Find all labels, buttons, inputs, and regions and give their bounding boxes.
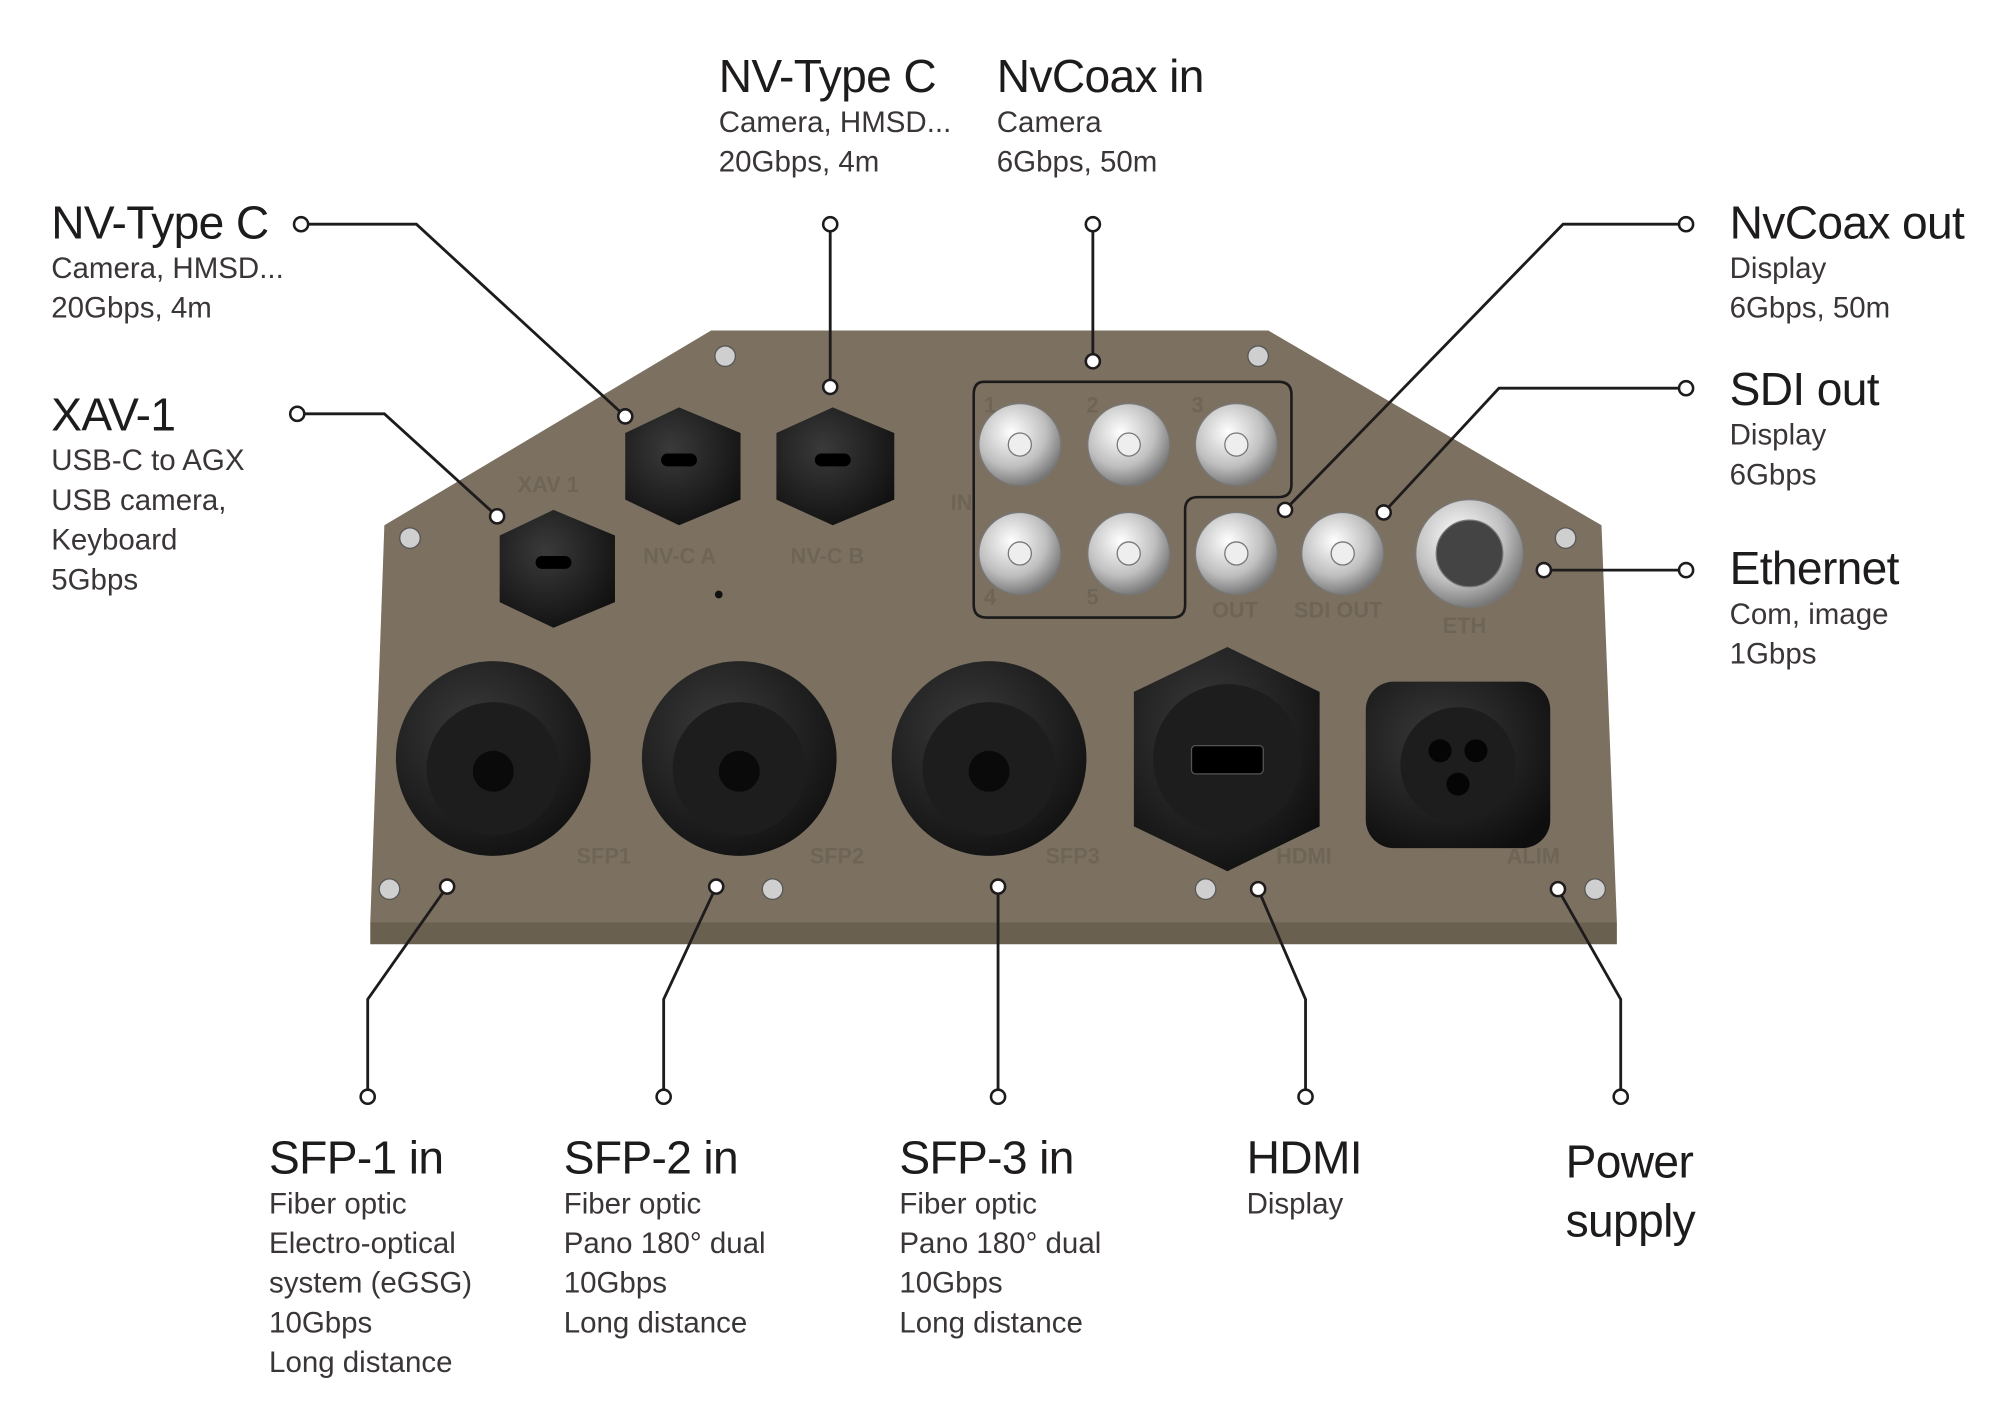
callout-line: Long distance: [563, 1305, 748, 1339]
callout-title: SFP-1 in: [269, 1131, 444, 1184]
callout-sfp-1: SFP-1 in Fiber optic Electro-optical sys…: [269, 1131, 473, 1383]
callout-line: 5Gbps: [51, 562, 139, 596]
callout-line: Camera: [996, 105, 1102, 139]
callout-line: Camera, HMSD...: [718, 105, 952, 139]
engraving-sfp1: SFP1: [577, 844, 631, 869]
callout-title: NV-Type C: [718, 49, 937, 103]
engraving-sfp2: SFP2: [810, 844, 864, 869]
engraving-sdi-out: SDI OUT: [1294, 598, 1383, 623]
callout-title: Power: [1565, 1135, 1694, 1188]
callout-line: Long distance: [899, 1305, 1083, 1339]
callout-nv-type-c-b: NV-Type C Camera, HMSD... 20Gbps, 4m: [719, 51, 952, 182]
large-connectors: [395, 647, 1551, 872]
callout-nvcoax-in: NvCoax in Camera 6Gbps, 50m: [996, 49, 1205, 182]
callout-line: system (eGSG): [269, 1265, 473, 1300]
callout-line: 10Gbps: [563, 1265, 667, 1300]
engraving-1: 1: [984, 393, 996, 418]
coax-group-outline: [972, 380, 1293, 619]
coax-connectors: [978, 402, 1524, 608]
callout-line: Electro-optical: [269, 1226, 456, 1260]
callout-line: 6Gbps, 50m: [996, 144, 1158, 179]
callout-line: Fiber optic: [563, 1186, 702, 1220]
callout-xav-1: XAV-1 USB-C to AGX USB camera, Keyboard …: [51, 389, 244, 599]
callout-line: Pano 180° dual: [563, 1226, 766, 1260]
usb-c-ports: [499, 407, 895, 628]
callout-power-supply: Power supply: [1565, 1133, 1696, 1251]
callout-title: SFP-3 in: [899, 1131, 1074, 1184]
engraving-eth: ETH: [1443, 613, 1487, 638]
callout-line: Fiber optic: [899, 1186, 1037, 1220]
engraving-2: 2: [1086, 393, 1098, 418]
engraving-4: 4: [984, 585, 996, 610]
callout-title: NvCoax in: [996, 49, 1205, 103]
engraving-sfp3: SFP3: [1045, 844, 1099, 869]
callout-title: NV-Type C: [51, 196, 269, 249]
engraving-out: OUT: [1212, 598, 1259, 623]
engraving-in: IN: [951, 490, 973, 515]
callout-nv-type-c-a: NV-Type C Camera, HMSD... 20Gbps, 4m: [51, 197, 284, 328]
callout-line: 10Gbps: [899, 1265, 1003, 1300]
engraving-nvca: NV-C A: [643, 544, 716, 569]
callout-title: SFP-2 in: [563, 1131, 739, 1184]
callout-line: Display: [1246, 1186, 1344, 1220]
engraving-5: 5: [1086, 585, 1098, 610]
engraving-hdmi: HDMI: [1276, 844, 1332, 869]
callout-line: 20Gbps, 4m: [718, 144, 880, 179]
leader-endpoints: [288, 215, 1695, 1106]
callout-line: 6Gbps: [1729, 457, 1817, 491]
engraving-alim: ALIM: [1507, 844, 1560, 869]
callout-line: 20Gbps, 4m: [51, 290, 212, 325]
callout-hdmi: HDMI Display: [1246, 1131, 1363, 1224]
callout-ethernet: Ethernet Com, image 1Gbps: [1729, 541, 1900, 674]
callout-line: 1Gbps: [1729, 636, 1817, 671]
screws: [378, 345, 1606, 901]
callout-title: NvCoax out: [1729, 196, 1965, 249]
callout-line: Long distance: [269, 1345, 453, 1379]
callout-line: Com, image: [1729, 597, 1889, 631]
callout-title: HDMI: [1246, 1131, 1363, 1184]
engraving-3: 3: [1192, 393, 1204, 418]
callout-title: XAV-1: [51, 388, 176, 441]
callout-line: Fiber optic: [269, 1186, 407, 1220]
callout-nvcoax-out: NvCoax out Display 6Gbps, 50m: [1730, 197, 1965, 328]
callout-line: 10Gbps: [269, 1305, 373, 1339]
callout-line: Display: [1729, 417, 1827, 451]
callout-line: USB camera,: [51, 483, 227, 517]
callout-line: Camera, HMSD...: [51, 251, 284, 285]
callout-line: 6Gbps, 50m: [1729, 290, 1891, 325]
engraving-nvcb: NV-C B: [791, 544, 865, 569]
callout-sfp-2: SFP-2 in Fiber optic Pano 180° dual 10Gb…: [563, 1131, 766, 1343]
callout-title: SDI out: [1729, 362, 1880, 416]
callout-line: Pano 180° dual: [899, 1226, 1102, 1260]
callout-sfp-3: SFP-3 in Fiber optic Pano 180° dual 10Gb…: [899, 1131, 1102, 1343]
callout-line: Display: [1729, 251, 1827, 285]
leader-lines: [297, 222, 1687, 1097]
callout-title: Ethernet: [1729, 541, 1900, 595]
engraving-xav1: XAV 1: [518, 472, 579, 497]
callout-line: USB-C to AGX: [51, 443, 245, 477]
panel-engravings: XAV 1 NV-C A NV-C B IN 1 2 3 4 5 OUT SDI…: [518, 393, 1560, 869]
callout-title: supply: [1565, 1194, 1696, 1247]
callout-sdi-out: SDI out Display 6Gbps: [1729, 362, 1880, 495]
callout-line: Keyboard: [51, 522, 178, 557]
